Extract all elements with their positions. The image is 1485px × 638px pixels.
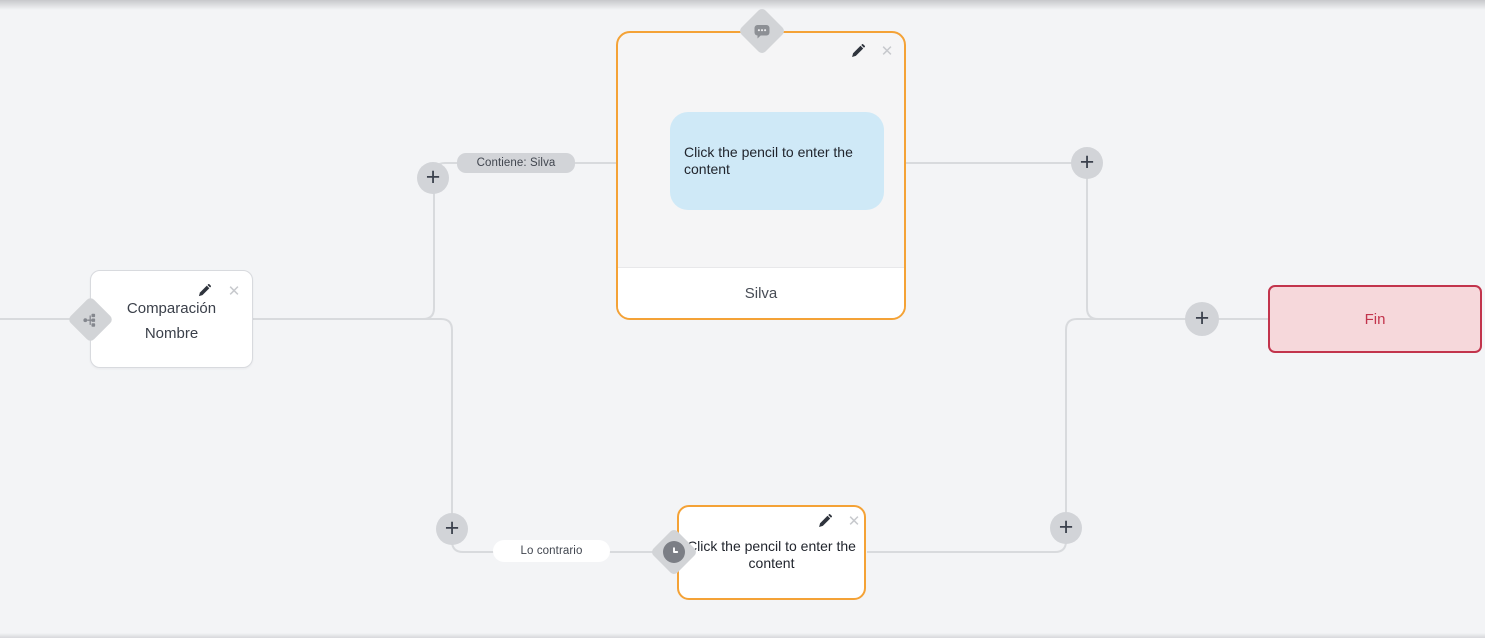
action-type-badge [649, 527, 699, 577]
condition-node[interactable]: ✕ Comparación Nombre [67, 270, 253, 368]
message-type-badge [737, 6, 787, 56]
end-node-label: Fin [1364, 310, 1386, 328]
action-placeholder-text: Click the pencil to enter the content [687, 538, 856, 571]
action-node[interactable]: ✕ Click the pencil to enter the content [649, 505, 866, 600]
message-bubble: Click the pencil to enter the content [670, 112, 884, 210]
condition-title-line1: Comparación [126, 300, 217, 317]
edge-label-otherwise: Lo contrario [493, 540, 610, 562]
add-step-button[interactable]: + [436, 513, 468, 545]
add-step-button[interactable]: + [1185, 302, 1219, 336]
chat-bubble-icon [753, 22, 771, 40]
split-icon [83, 312, 99, 328]
add-step-button[interactable]: + [1050, 512, 1082, 544]
condition-type-badge [67, 296, 114, 343]
clock-icon [663, 541, 685, 563]
close-icon[interactable]: ✕ [227, 283, 241, 300]
pencil-icon[interactable] [816, 513, 832, 529]
message-node-title: Silva [744, 284, 778, 302]
close-icon[interactable]: ✕ [880, 43, 894, 60]
pencil-icon[interactable] [849, 43, 865, 59]
end-node[interactable]: Fin [1268, 285, 1482, 353]
condition-title-line2: Nombre [144, 325, 199, 342]
add-step-button[interactable]: + [1071, 147, 1103, 179]
pencil-icon[interactable] [196, 283, 212, 299]
message-node-footer: Silva [618, 267, 904, 318]
message-bubble-text: Click the pencil to enter the content [684, 144, 853, 177]
close-icon[interactable]: ✕ [847, 513, 861, 530]
edge-label-contains: Contiene: Silva [457, 153, 575, 173]
add-step-button[interactable]: + [417, 162, 449, 194]
message-node[interactable]: ✕ Click the pencil to enter the content … [616, 6, 906, 320]
